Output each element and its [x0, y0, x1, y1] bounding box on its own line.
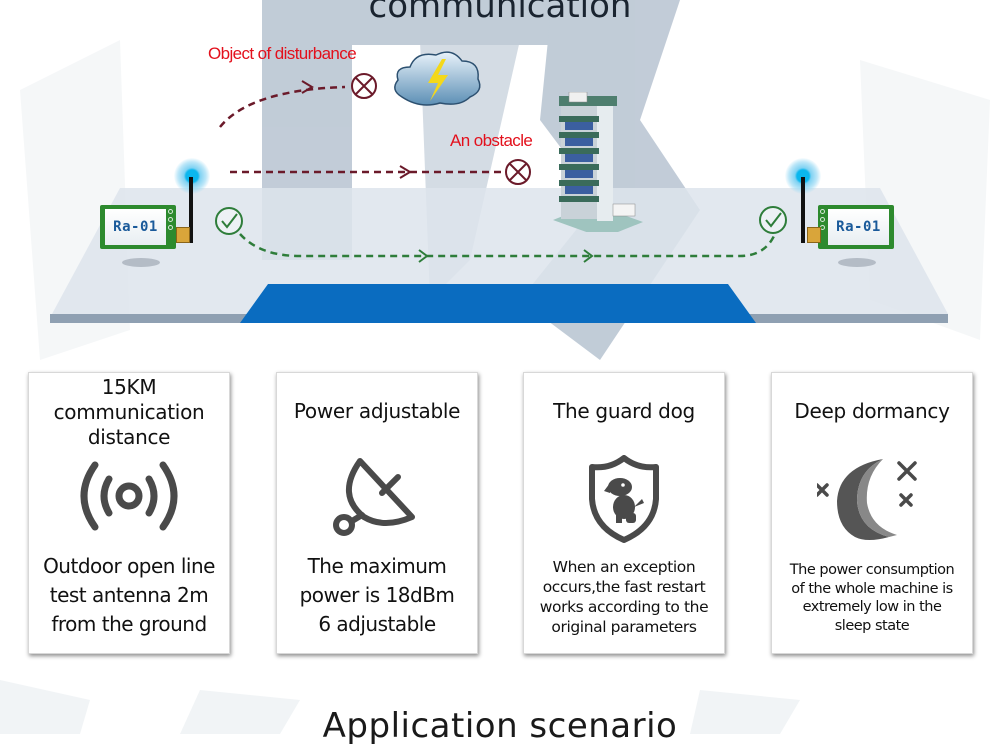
moon-stars-icon — [817, 459, 917, 540]
ra01-module-right: Ra-01 — [818, 205, 894, 249]
feature-card-distance: 15KM communication distance Outdoor open… — [28, 372, 230, 654]
platform — [50, 188, 948, 323]
arrow-head — [301, 80, 314, 94]
arrow-head — [583, 249, 594, 263]
connector-left — [176, 227, 190, 243]
feature-card-power: Power adjustable The maximum power is 18… — [276, 372, 478, 654]
obstacle-label: An obstacle — [450, 131, 533, 150]
feature-title: Deep dormancy — [794, 399, 950, 423]
arrow-head — [418, 249, 429, 263]
feature-card-watchdog: The guard dog When an exception occurs,t… — [523, 372, 725, 654]
feature-title: The guard dog — [553, 399, 695, 423]
feature-card-sleep: Deep dormancy The power consumption of t… — [771, 372, 973, 654]
module-shadow-left — [122, 258, 160, 267]
wireless-signal-icon — [80, 461, 178, 531]
arrow-head — [399, 165, 412, 179]
module-label-left: Ra-01 — [105, 209, 166, 245]
feature-description: Outdoor open line test antenna 2m from t… — [43, 554, 215, 636]
feature-title: Power adjustable — [293, 399, 461, 423]
module-shadow-right — [838, 258, 876, 267]
antenna-left — [189, 177, 193, 243]
building-obstacle-icon — [553, 92, 643, 232]
feature-title: 15KM communication distance — [53, 375, 205, 449]
section-title-top: communication — [368, 0, 632, 26]
shield-dog-icon — [589, 455, 659, 543]
blocked-x-icon-2 — [505, 159, 531, 185]
ra01-module-left: Ra-01 — [100, 205, 176, 249]
storm-cloud-icon — [394, 51, 481, 106]
section-title-application: Application scenario — [322, 706, 678, 746]
antenna-right — [801, 177, 805, 243]
blocked-path-disturbance — [219, 85, 346, 128]
feature-description: The maximum power is 18dBm 6 adjustable — [299, 554, 455, 636]
disturbance-label: Object of disturbance — [208, 44, 357, 63]
module-pins — [168, 209, 174, 230]
connector-right — [807, 227, 821, 243]
satellite-dish-icon — [333, 458, 415, 536]
check-icon-right — [759, 206, 787, 234]
blocked-x-icon-1 — [351, 73, 377, 99]
success-path — [239, 233, 776, 258]
check-icon-left — [215, 207, 243, 235]
feature-description: When an exception occurs,the fast restar… — [539, 558, 709, 636]
signal-paths — [215, 73, 787, 263]
feature-description: The power consumption of the whole machi… — [789, 562, 955, 634]
module-label-right: Ra-01 — [828, 209, 889, 245]
